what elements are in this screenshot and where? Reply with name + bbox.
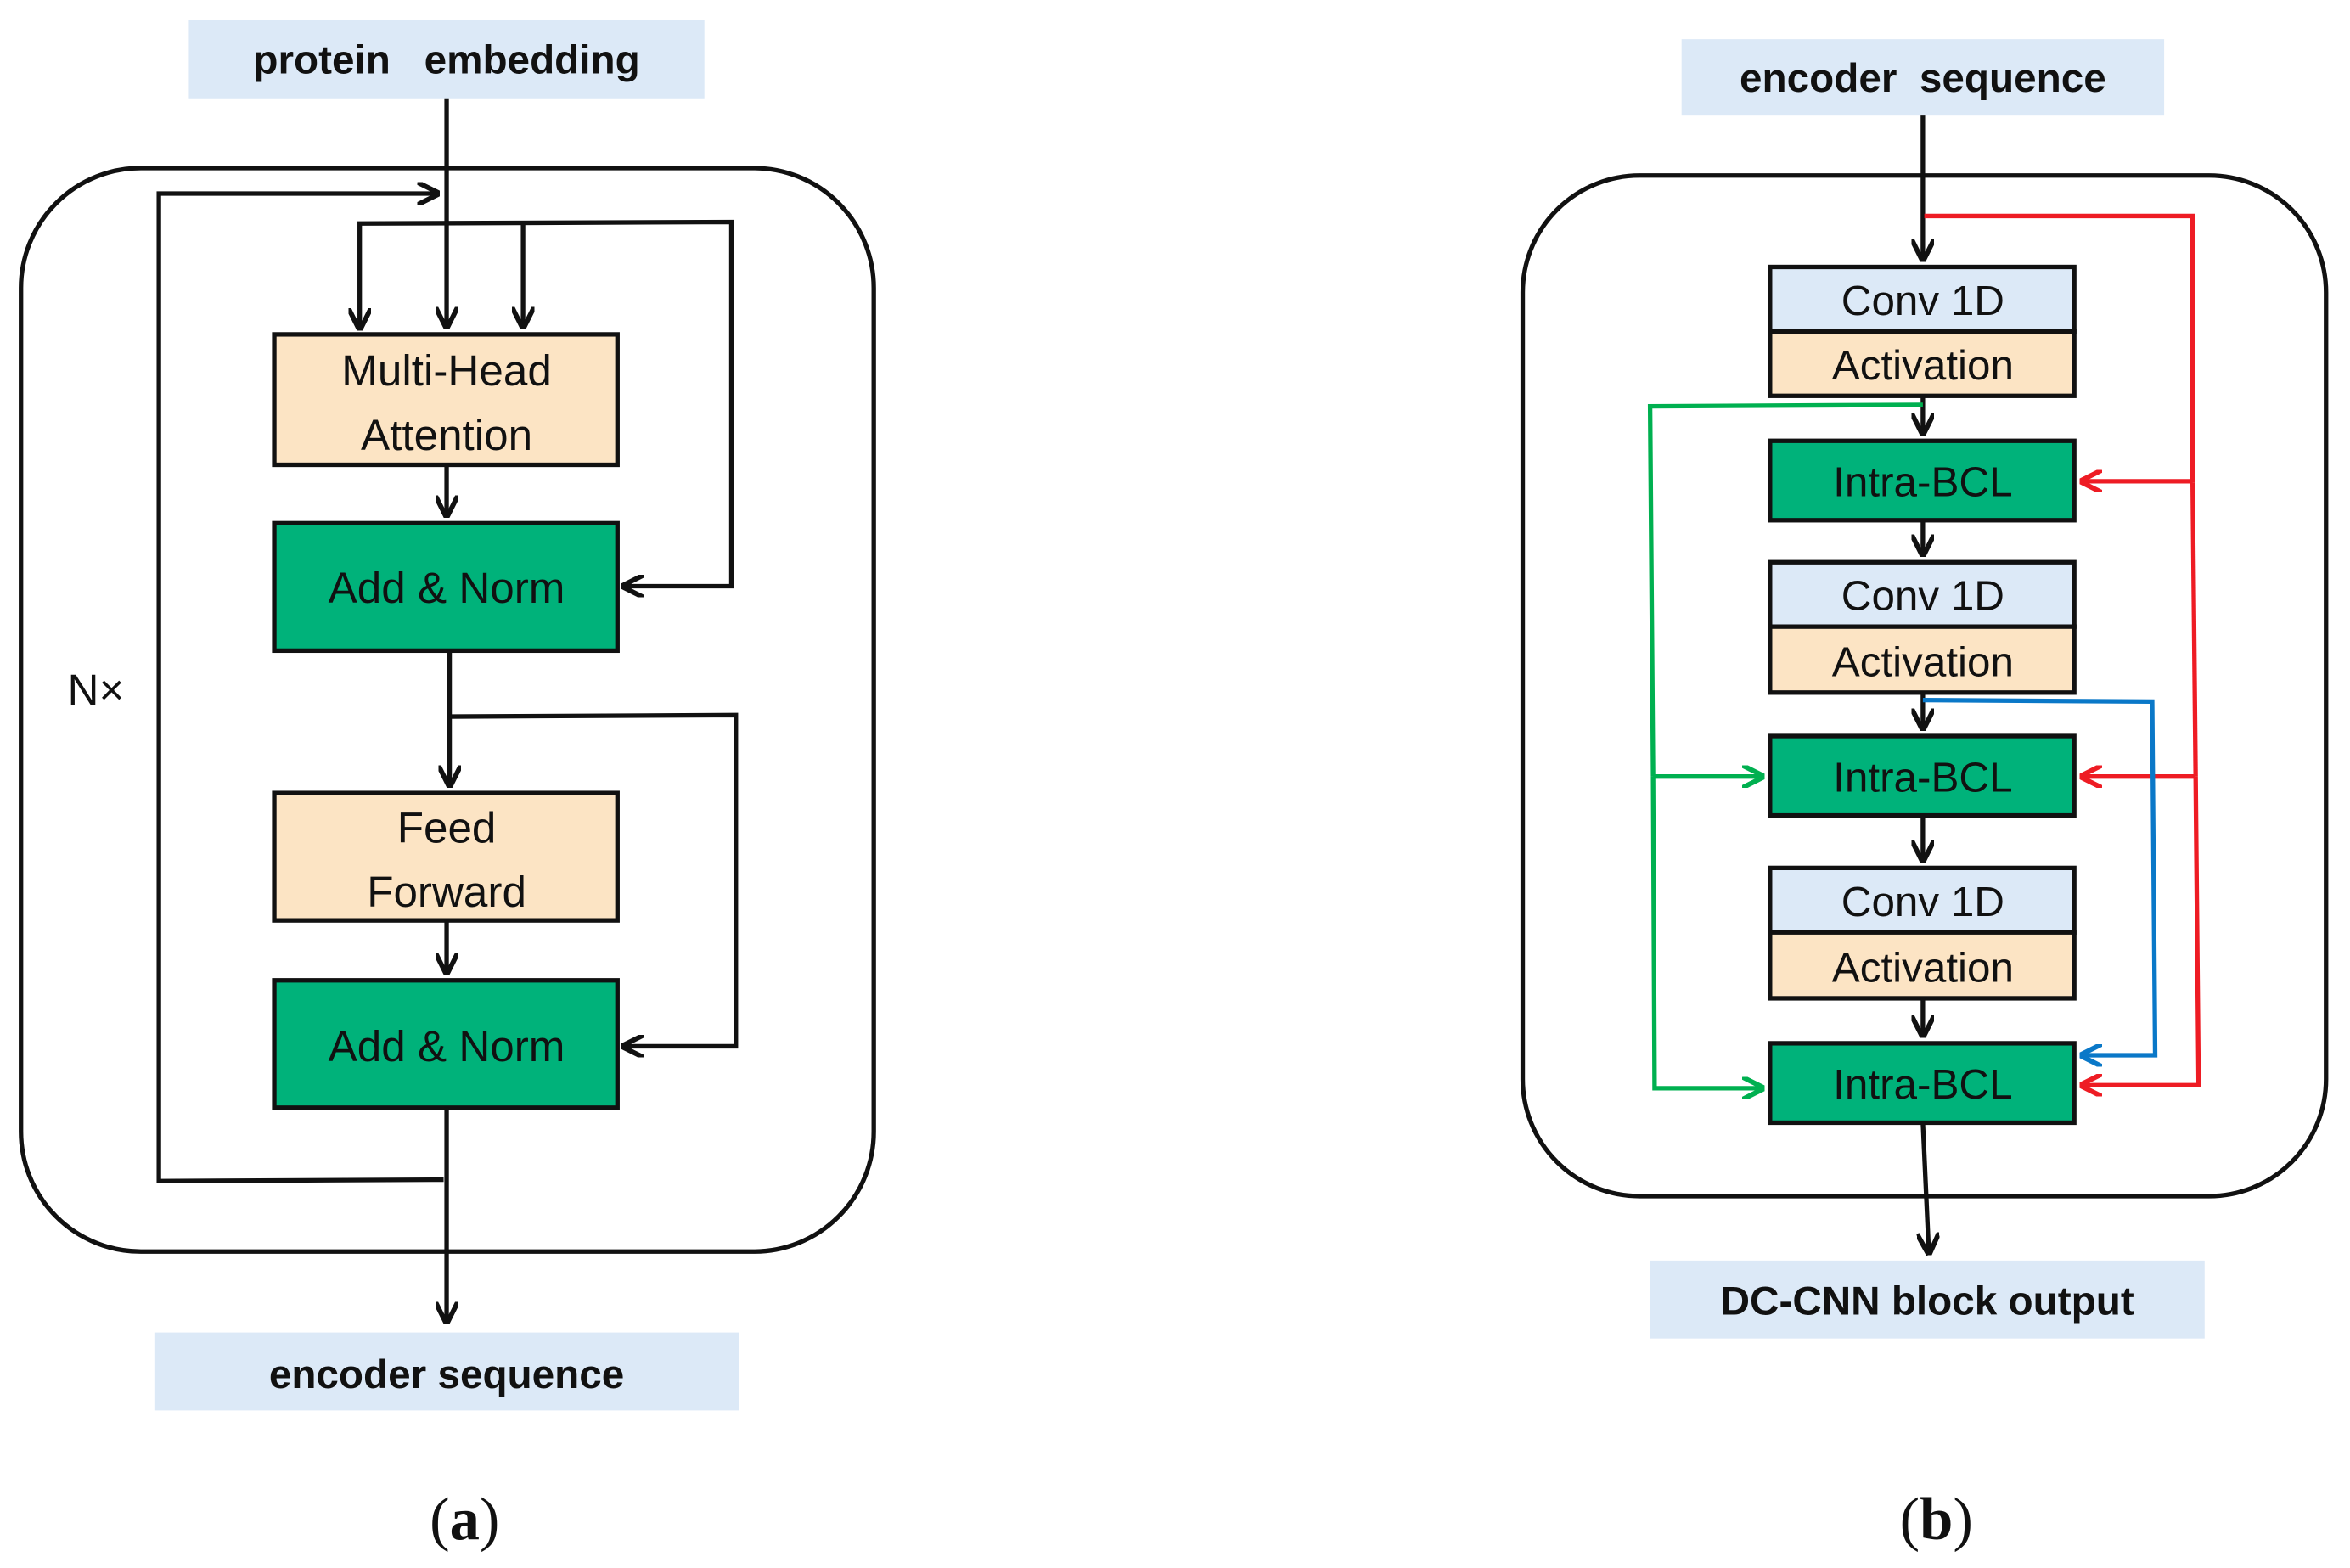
dc-cnn-output-box: [1650, 1260, 2205, 1339]
activation-block-2: [1768, 624, 2077, 695]
conv1d-label-2: Conv 1D: [1841, 573, 2004, 620]
encoder-sequence-output-box: [154, 1332, 739, 1411]
encoder-sequence-input-label: encoder sequence: [1740, 56, 2106, 101]
encoder-sequence-input-box: [1681, 39, 2165, 116]
panel-b: encoder sequence Conv 1D Activation Intr…: [1520, 39, 2329, 1553]
panel-b-green-skip-connections: [1647, 402, 1923, 1088]
panel-a: protein embedding N× Multi-Head Attentio…: [19, 20, 876, 1553]
protein-embedding-label: protein embedding: [253, 38, 639, 83]
repeat-n-label: N×: [68, 666, 125, 714]
intra-bcl-block-1: [1768, 438, 2077, 523]
activation-label-3: Activation: [1832, 945, 2014, 992]
add-norm-label-1: Add & Norm: [329, 564, 565, 612]
feed-forward-line2: Forward: [367, 868, 526, 916]
caption-b: (b): [1900, 1487, 1973, 1553]
dc-cnn-output-label: DC-CNN block output: [1721, 1279, 2134, 1324]
activation-block-3: [1768, 930, 2077, 1001]
conv1d-label-1: Conv 1D: [1841, 278, 2004, 324]
caption-a: (a): [430, 1487, 499, 1553]
activation-block-1: [1768, 329, 2077, 398]
feed-forward-block: [272, 790, 620, 923]
panel-a-connectors: [156, 98, 739, 1322]
conv1d-label-3: Conv 1D: [1841, 879, 2004, 925]
activation-label-2: Activation: [1832, 638, 2014, 685]
conv1d-block-3: [1768, 865, 2077, 935]
intra-bcl-label-3: Intra-BCL: [1833, 1061, 2012, 1108]
intra-bcl-label-1: Intra-BCL: [1833, 459, 2012, 506]
panel-b-blue-skip-connection: [1922, 697, 2158, 1055]
multi-head-attention-line2: Attention: [361, 411, 532, 459]
add-norm-label-2: Add & Norm: [329, 1022, 565, 1071]
intra-bcl-label-2: Intra-BCL: [1833, 754, 2012, 801]
multi-head-attention-line1: Multi-Head: [341, 346, 551, 395]
feed-forward-line1: Feed: [397, 803, 497, 851]
panel-b-red-skip-connections: [1924, 213, 2201, 1085]
intra-bcl-block-2: [1768, 733, 2077, 818]
encoder-sequence-output-label: encoder sequence: [269, 1352, 624, 1397]
protein-embedding-label-box: [188, 20, 705, 99]
conv1d-block-1: [1768, 264, 2077, 334]
panel-b-main-flow: [1923, 115, 1929, 1253]
activation-label-1: Activation: [1832, 342, 2014, 389]
intra-bcl-block-3: [1768, 1041, 2077, 1126]
